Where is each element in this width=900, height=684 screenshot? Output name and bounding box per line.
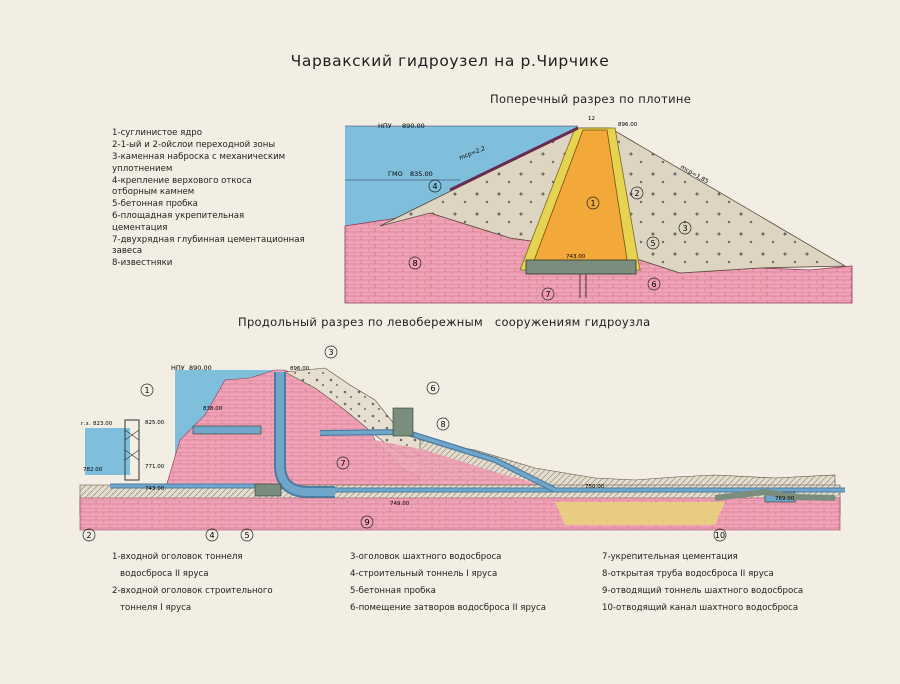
legend-item-5: 5-бетонная пробка xyxy=(112,199,198,210)
ls-level-771: 771.00 xyxy=(145,464,165,470)
long-section-subtitle: Продольный разрез по левобережным сооруж… xyxy=(238,315,651,329)
legend-bottom-6: 6-помещение затворов водосброса II яруса xyxy=(350,603,546,613)
ls-callout-10: 10 xyxy=(715,531,725,540)
ls-callout-9: 9 xyxy=(364,518,369,527)
ls-callout-3: 3 xyxy=(328,348,333,357)
legend-item-4: 4-крепление верхового откоса отборным ка… xyxy=(112,175,252,198)
legend-item-7: 7-двухрядная глубинная цементационная за… xyxy=(112,234,305,257)
legend-item-2: 2-1-ый и 2-ойслои переходной зоны xyxy=(112,140,276,151)
ls-callout-4: 4 xyxy=(209,531,214,540)
legend-bottom-col3: 7-укрепительная цементация 8-открытая тр… xyxy=(602,549,803,617)
legend-bottom-8: 8-открытая труба водосброса II яруса xyxy=(602,569,774,579)
legend-item-8: 8-известняки xyxy=(112,258,173,269)
ls-callout-1: 1 xyxy=(144,386,149,395)
ls-gl-label: г.з. xyxy=(81,421,91,427)
legend-bottom-10: 10-отводящий канал шахтного водосброса xyxy=(602,603,799,613)
ls-callout-2: 2 xyxy=(86,531,91,540)
ls-callout-8: 8 xyxy=(440,420,445,429)
cs-npu-level: 890.00 xyxy=(402,122,425,130)
cs-npu-label: НПУ xyxy=(378,122,392,130)
cs-gmo-level: 835.00 xyxy=(410,170,433,178)
cs-callout-7: 7 xyxy=(545,290,550,299)
cs-callout-4: 4 xyxy=(432,182,437,191)
legend-bottom-2a: 2-входной оголовок строительного xyxy=(112,586,273,596)
ls-top-level: 896.00 xyxy=(290,366,310,372)
legend-bottom-col1: 1-входной оголовок тоннеля водосброса II… xyxy=(112,549,273,617)
legend-bottom-col2: 3-оголовок шахтного водосброса 4-строите… xyxy=(350,549,546,617)
legend-bottom-3: 3-оголовок шахтного водосброса xyxy=(350,552,502,562)
cs-callout-2: 2 xyxy=(634,189,639,198)
ls-level-825: 825.00 xyxy=(145,420,165,426)
legend-bottom-4: 4-строительный тоннель I яруса xyxy=(350,569,498,579)
ls-gl-level: 823.00 xyxy=(93,421,113,427)
legend-top: 1-суглинистое ядро 2-1-ый и 2-ойслои пер… xyxy=(112,128,322,270)
legend-item-3: 3-каменная наброска с механическим уплот… xyxy=(112,152,286,174)
legend-bottom-9: 9-отводящий тоннель шахтного водосброса xyxy=(602,586,804,596)
page-title: Чарвакский гидроузел на р.Чирчике xyxy=(290,52,610,70)
legend-bottom-5: 5-бетонная пробка xyxy=(350,586,436,596)
cs-callout-5: 5 xyxy=(650,239,655,248)
cs-callout-8: 8 xyxy=(412,259,417,268)
ls-level-782: 782.00 xyxy=(83,467,103,473)
cs-callout-6: 6 xyxy=(651,280,656,289)
cs-callout-3: 3 xyxy=(682,224,687,233)
ls-callout-5: 5 xyxy=(244,531,249,540)
ls-npu-label: НПУ xyxy=(171,364,185,372)
cs-base-level: 743.00 xyxy=(566,254,586,260)
cs-crest-width: 12 xyxy=(588,116,595,122)
legend-item-6: 6-площадная укрепительная цементация xyxy=(112,211,245,233)
ls-callout-6: 6 xyxy=(430,384,435,393)
legend-bottom-1a: 1-входной оголовок тоннеля xyxy=(112,552,243,562)
cross-section-diagram: НПУ 890.00 12 896.00 ГМО 835.00 mср=2,2 … xyxy=(344,116,853,304)
ls-level-750: 750.00 xyxy=(585,484,605,490)
ls-level-769: 769.00 xyxy=(775,496,795,502)
cs-crest-level: 896.00 xyxy=(618,122,638,128)
ls-level-749: 749.00 xyxy=(390,501,410,507)
ls-npu-level: 890.00 xyxy=(189,364,212,372)
ls-level-743: 743.00 xyxy=(145,486,165,492)
legend-bottom-7: 7-укрепительная цементация xyxy=(602,552,738,562)
legend-bottom-1b: водосброса II яруса xyxy=(120,569,209,579)
cross-section-subtitle: Поперечный разрез по плотине xyxy=(490,92,692,106)
legend-item-1: 1-суглинистое ядро xyxy=(112,128,203,138)
cs-callout-1: 1 xyxy=(590,199,595,208)
ls-level-838: 838.00 xyxy=(203,406,223,412)
legend-bottom-2b: тоннеля I яруса xyxy=(120,603,192,613)
long-section-diagram: НПУ 890.00 896.00 г.з. 823.00 825.00 838… xyxy=(79,345,845,542)
ls-callout-7: 7 xyxy=(340,459,345,468)
cs-gmo-label: ГМО xyxy=(388,170,403,178)
